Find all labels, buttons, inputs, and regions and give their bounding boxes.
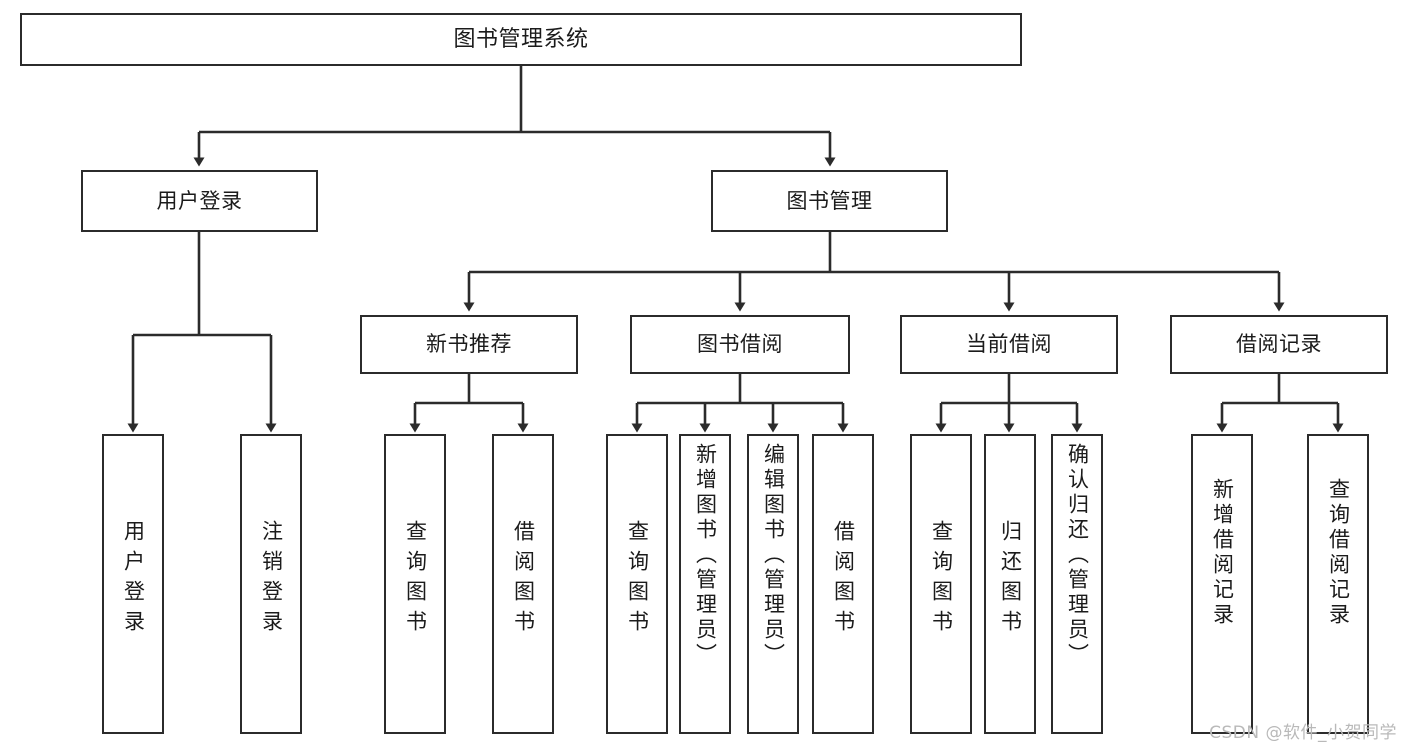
node-leaf-query-book-2[interactable]: 查询图书 (606, 434, 668, 734)
node-leaf-add-record-label: 新增借阅记录 (1210, 478, 1235, 628)
node-book-borrow-label: 图书借阅 (697, 332, 783, 357)
node-leaf-query-book-2-label: 查询图书 (625, 520, 650, 640)
node-leaf-query-book-3-label: 查询图书 (929, 520, 954, 640)
node-leaf-add-book-label: 新增图书（管理员） (693, 443, 718, 668)
node-leaf-query-book-1[interactable]: 查询图书 (384, 434, 446, 734)
node-leaf-logout-login-label: 注销登录 (259, 520, 284, 640)
node-leaf-query-record[interactable]: 查询借阅记录 (1307, 434, 1369, 734)
node-leaf-borrow-book-2-label: 借阅图书 (831, 520, 856, 640)
node-leaf-add-record[interactable]: 新增借阅记录 (1191, 434, 1253, 734)
node-book-management[interactable]: 图书管理 (711, 170, 948, 232)
node-leaf-user-login-label: 用户登录 (121, 520, 146, 640)
node-leaf-edit-book[interactable]: 编辑图书（管理员） (747, 434, 799, 734)
node-root-label: 图书管理系统 (453, 26, 589, 52)
node-leaf-borrow-book-2[interactable]: 借阅图书 (812, 434, 874, 734)
node-leaf-confirm-return-label: 确认归还（管理员） (1065, 443, 1090, 668)
node-leaf-confirm-return[interactable]: 确认归还（管理员） (1051, 434, 1103, 734)
node-new-book-recommend[interactable]: 新书推荐 (360, 315, 578, 374)
node-leaf-add-book[interactable]: 新增图书（管理员） (679, 434, 731, 734)
node-book-borrow[interactable]: 图书借阅 (630, 315, 850, 374)
watermark-text: CSDN @软件_小贺同学 (1209, 723, 1397, 743)
node-leaf-return-book[interactable]: 归还图书 (984, 434, 1036, 734)
node-user-login[interactable]: 用户登录 (81, 170, 318, 232)
node-leaf-logout-login[interactable]: 注销登录 (240, 434, 302, 734)
node-borrow-record[interactable]: 借阅记录 (1170, 315, 1388, 374)
node-current-borrow[interactable]: 当前借阅 (900, 315, 1118, 374)
node-leaf-return-book-label: 归还图书 (998, 520, 1023, 640)
node-leaf-query-record-label: 查询借阅记录 (1326, 478, 1351, 628)
node-leaf-borrow-book-1-label: 借阅图书 (511, 520, 536, 640)
node-leaf-query-book-3[interactable]: 查询图书 (910, 434, 972, 734)
node-leaf-borrow-book-1[interactable]: 借阅图书 (492, 434, 554, 734)
node-root[interactable]: 图书管理系统 (20, 13, 1022, 66)
node-leaf-edit-book-label: 编辑图书（管理员） (761, 443, 786, 668)
node-leaf-user-login[interactable]: 用户登录 (102, 434, 164, 734)
node-current-borrow-label: 当前借阅 (966, 332, 1052, 357)
node-user-login-label: 用户登录 (156, 188, 243, 213)
node-borrow-record-label: 借阅记录 (1236, 332, 1322, 357)
node-new-book-recommend-label: 新书推荐 (426, 332, 512, 357)
node-leaf-query-book-1-label: 查询图书 (403, 520, 428, 640)
node-book-management-label: 图书管理 (786, 188, 873, 213)
